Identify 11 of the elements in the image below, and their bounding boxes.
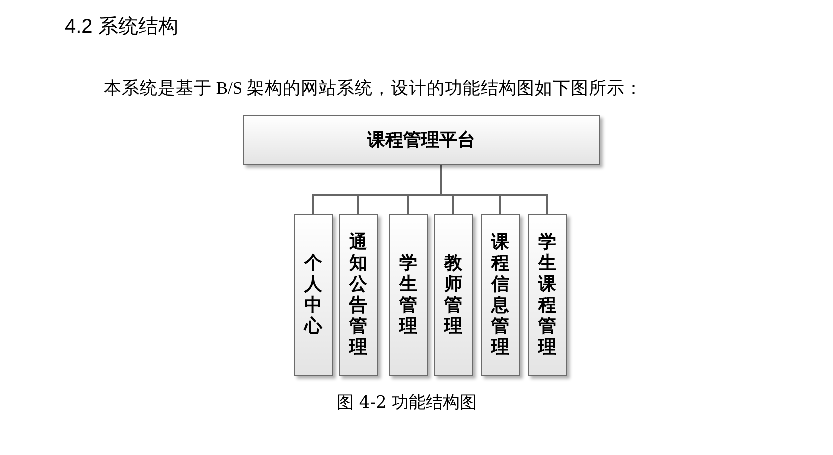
module-box: 学生课程管理 [528,214,567,376]
module-box: 通知公告管理 [339,214,378,376]
module-box: 课程信息管理 [481,214,520,376]
module-box: 个人中心 [294,214,333,376]
root-box: 课程管理平台 [243,115,600,165]
module-box: 学生管理 [389,214,428,376]
module-box: 教师管理 [434,214,473,376]
figure-caption: 图 4-2 功能结构图 [337,393,478,414]
connector-line [440,165,548,214]
section-heading: 4.2 系统结构 [65,15,178,39]
intro-paragraph: 本系统是基于 B/S 架构的网站系统，设计的功能结构图如下图所示： [104,78,644,99]
